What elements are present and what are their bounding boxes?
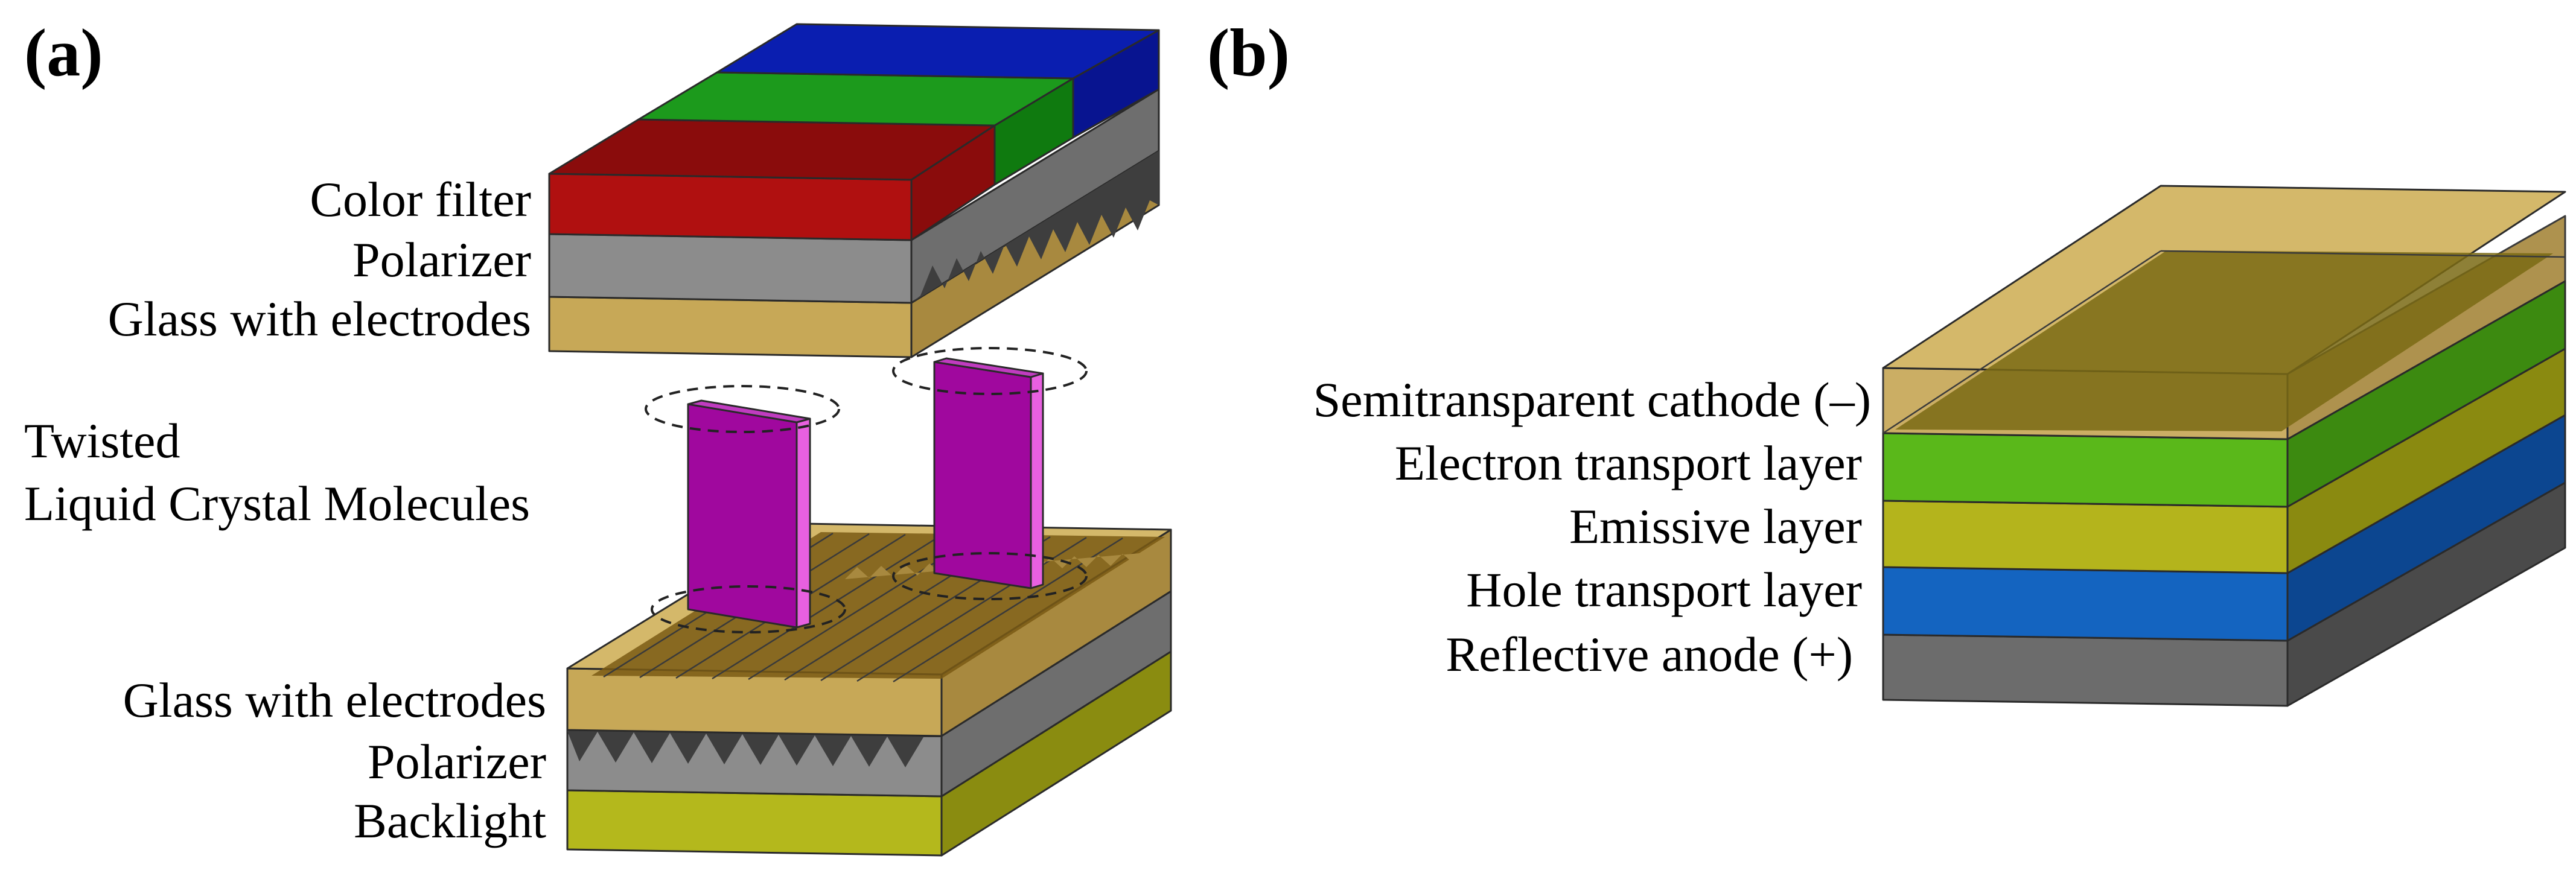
oled-emissive-layer	[1882, 347, 2566, 574]
label-bottom-polarizer: Polarizer	[368, 734, 546, 789]
lc-rotation-ellipse-top-right	[892, 347, 1088, 395]
label-emissive: Emissive layer	[1569, 499, 1862, 554]
lc-rotation-ellipse-top-left	[645, 385, 840, 433]
label-anode: Reflective anode (+)	[1446, 627, 1853, 682]
lcd-color-filter-layer	[548, 23, 1160, 241]
panel-a-label: (a)	[24, 16, 103, 90]
oled-stack	[1882, 185, 2566, 707]
label-cathode: Semitransparent cathode (–)	[1313, 372, 1871, 427]
label-hole-transport: Hole transport layer	[1466, 562, 1862, 617]
oled-cathode-layer	[1882, 185, 2566, 440]
label-electron-transport: Electron transport layer	[1395, 436, 1862, 490]
lc-molecule-left	[687, 399, 811, 629]
lcd-top-stack	[548, 23, 1160, 358]
label-liquid-crystal-molecules: Liquid Crystal Molecules	[24, 476, 530, 531]
label-twisted: Twisted	[24, 413, 180, 468]
label-bottom-glass: Glass with electrodes	[123, 673, 546, 728]
label-color-filter: Color filter	[310, 172, 531, 227]
lcd-bottom-polarizer-sawtooth	[567, 730, 942, 767]
label-backlight: Backlight	[354, 793, 546, 848]
lc-molecule-right	[933, 357, 1044, 589]
lc-rotation-ellipse-bottom-left	[651, 585, 846, 633]
label-top-glass: Glass with electrodes	[108, 291, 531, 346]
label-top-polarizer: Polarizer	[352, 232, 531, 287]
panel-b: (b)	[1207, 16, 2566, 707]
lc-rotation-ellipse-bottom-right	[892, 552, 1088, 600]
lcd-top-polarizer-sawtooth	[911, 151, 1159, 303]
lcd-top-polarizer-layer	[548, 88, 1160, 304]
panel-a: (a)	[24, 16, 1172, 857]
lcd-bottom-stack	[566, 522, 1172, 857]
panel-b-label: (b)	[1207, 16, 1290, 90]
